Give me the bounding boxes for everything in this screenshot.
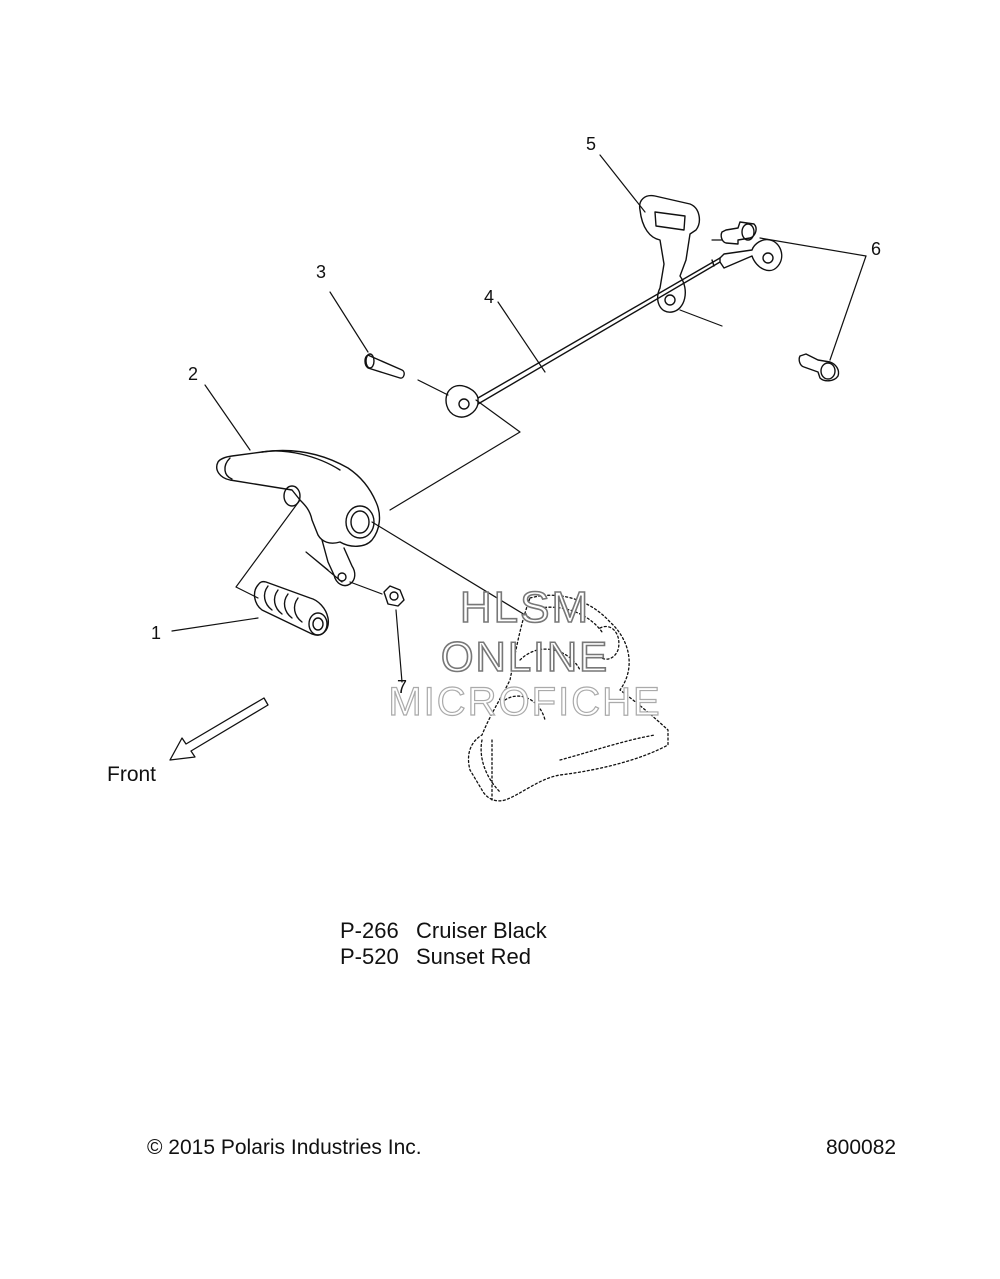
shift-rod-part <box>445 238 783 418</box>
callout-7: 7 <box>397 677 408 697</box>
flange-bolt-upper <box>720 221 757 245</box>
callout-4: 4 <box>484 287 495 307</box>
callout-6: 6 <box>871 239 882 259</box>
front-arrow-icon <box>169 697 269 761</box>
watermark-line-3: MICROFICHE <box>388 680 662 724</box>
shift-arm-part <box>638 194 701 313</box>
callout-1: 1 <box>151 623 162 643</box>
copyright-notice: © 2015 Polaris Industries Inc. <box>147 1136 422 1159</box>
color-name: Sunset Red <box>416 944 531 969</box>
leader-lines <box>171 154 867 683</box>
diagram-number: 800082 <box>826 1136 897 1159</box>
shift-lever-part <box>216 449 381 587</box>
color-code: P-520 <box>340 944 399 969</box>
callout-3: 3 <box>316 262 327 282</box>
footpeg-rubber-part <box>253 580 329 636</box>
watermark: HLSM ONLINE MICROFICHE <box>360 583 690 724</box>
pivot-pin-part <box>364 353 405 379</box>
engine-cover-outline <box>467 594 669 802</box>
callout-5: 5 <box>586 134 597 154</box>
callout-2: 2 <box>188 364 199 384</box>
lock-nut-part <box>383 585 405 607</box>
color-options: P-266 Cruiser Black P-520 Sunset Red <box>340 918 547 970</box>
color-option-row: P-266 Cruiser Black <box>340 918 547 944</box>
watermark-line-1: HLSM <box>459 583 591 632</box>
color-name: Cruiser Black <box>416 918 547 943</box>
color-code: P-266 <box>340 918 399 943</box>
watermark-line-2: ONLINE <box>440 633 610 680</box>
front-direction-label: Front <box>107 763 157 786</box>
color-option-row: P-520 Sunset Red <box>340 944 547 970</box>
flange-bolt-lower <box>798 353 840 382</box>
